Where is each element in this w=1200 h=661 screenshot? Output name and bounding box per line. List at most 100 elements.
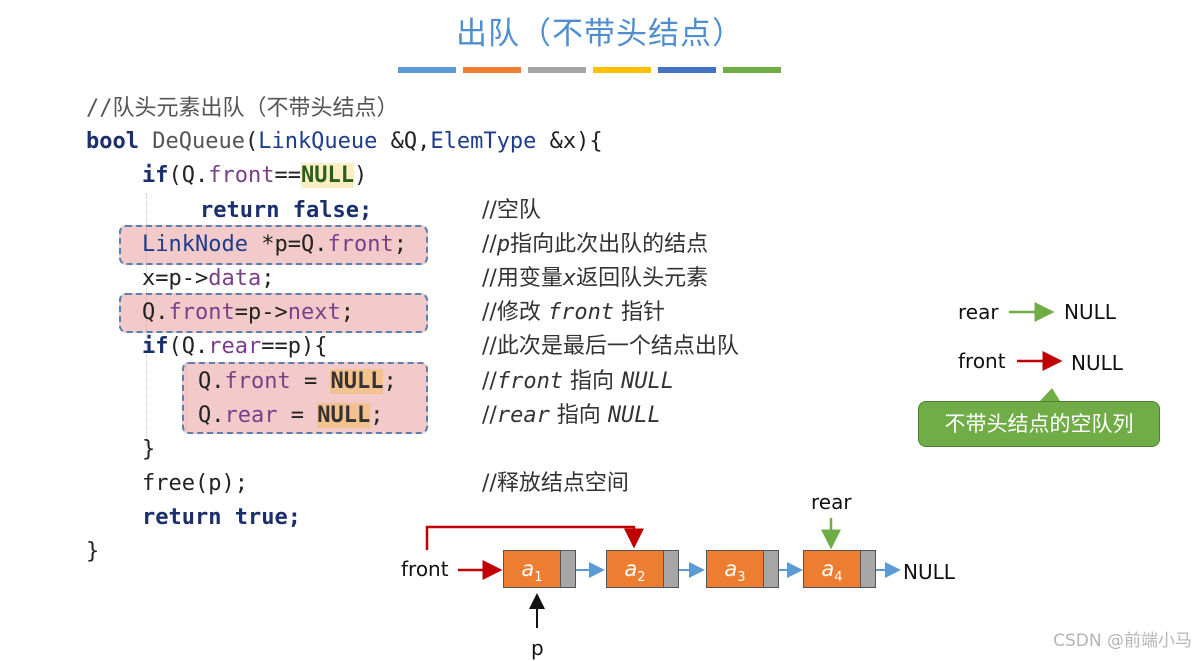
node-value: a2: [606, 550, 664, 588]
node-subscript: 3: [737, 570, 746, 586]
comment-text: 指向: [563, 369, 622, 394]
node-subscript: 4: [834, 570, 843, 586]
node-pointer-field: [664, 550, 679, 588]
code-line-signature: bool DeQueue(LinkQueue &Q,ElemType &x){: [86, 127, 603, 157]
empty-rear-null: NULL: [1064, 300, 1116, 324]
type-name: LinkQueue: [258, 129, 378, 154]
code-token: Q.: [198, 403, 225, 428]
code-token: return true;: [142, 505, 301, 530]
color-segment: [723, 67, 781, 73]
type-name: LinkNode: [142, 232, 248, 257]
highlight-box-null-assign: [182, 362, 428, 434]
code-token: =: [277, 403, 318, 428]
type-name: ElemType: [430, 129, 537, 154]
keyword: if: [142, 334, 169, 359]
member: front: [168, 300, 235, 325]
code-line: }: [86, 537, 99, 567]
node-letter: a: [724, 557, 738, 581]
member: rear: [208, 334, 262, 359]
code-token: =p->: [234, 300, 288, 325]
code-token: (Q.: [168, 163, 209, 188]
code-token: ): [353, 163, 368, 188]
code-token: ;: [261, 266, 275, 291]
list-node-a1: a1: [503, 550, 576, 588]
list-node-a4: a4: [803, 550, 876, 588]
node-letter: a: [821, 557, 835, 581]
comment-text: //队头元素出队（不带头结点）: [86, 96, 399, 121]
code-comment: //空队: [482, 196, 541, 226]
code-token: Q.: [142, 300, 169, 325]
code-comment: //修改 front 指针: [482, 298, 665, 328]
code-token: return false;: [200, 198, 373, 223]
page-title: 出队（不带头结点）: [456, 16, 744, 52]
code-line: x=p->data;: [142, 264, 274, 294]
code-comment: //rear 指向 NULL: [482, 401, 661, 431]
title-color-bar: [398, 67, 781, 73]
node-letter: a: [521, 557, 535, 581]
comment-text: //此次是最后一个结点出队: [482, 334, 739, 359]
member: rear: [224, 403, 278, 428]
comment-text: 指向此次出队的结点: [510, 232, 709, 257]
color-segment: [398, 67, 456, 73]
code-line: LinkNode *p=Q.front;: [142, 230, 407, 260]
code-token: free(p);: [142, 471, 248, 496]
code-comment: //此次是最后一个结点出队: [482, 332, 739, 362]
code-token: ==p){: [261, 334, 328, 359]
node-subscript: 2: [637, 570, 646, 586]
code-token: (: [244, 129, 259, 154]
code-token: =: [290, 369, 331, 394]
node-pointer-field: [861, 550, 876, 588]
code-line: free(p);: [142, 469, 248, 499]
color-segment: [658, 67, 716, 73]
code-comment: //front 指向 NULL: [482, 367, 674, 397]
comment-text: front: [496, 369, 564, 394]
comment-text: //释放结点空间: [482, 471, 629, 496]
empty-rear-label: rear: [958, 300, 999, 324]
list-rear-label: rear: [811, 490, 852, 514]
code-comment: //p指向此次出队的结点: [482, 230, 708, 260]
node-pointer-field: [764, 550, 779, 588]
color-segment: [463, 67, 521, 73]
comment-text: //修改: [482, 300, 548, 325]
null-literal: NULL: [300, 163, 354, 188]
list-tail-null: NULL: [903, 560, 955, 584]
code-comment: //用变量x返回队头元素: [482, 264, 708, 294]
comment-text: //用变量: [482, 266, 563, 291]
member: front: [327, 232, 394, 257]
node-value: a4: [803, 550, 861, 588]
code-comment: //释放结点空间: [482, 469, 629, 499]
null-literal: NULL: [330, 369, 384, 394]
null-literal: NULL: [317, 403, 371, 428]
node-subscript: 1: [534, 570, 543, 586]
node-value: a1: [503, 550, 561, 588]
member: next: [287, 300, 341, 325]
comment-text: x: [562, 266, 577, 291]
keyword: if: [142, 163, 169, 188]
code-token: }: [142, 437, 156, 462]
code-token: x=p->: [142, 266, 209, 291]
keyword: bool: [86, 129, 139, 154]
watermark: CSDN @前端小马: [1053, 631, 1192, 651]
node-letter: a: [624, 557, 638, 581]
code-token: ;: [393, 232, 407, 257]
comment-text: //空队: [482, 198, 541, 223]
empty-front-null: NULL: [1071, 351, 1123, 375]
highlight-box-linknode: [119, 225, 428, 265]
code-line: Q.front = NULL;: [198, 367, 397, 397]
code-line: if(Q.front==NULL): [142, 161, 367, 191]
code-token: ==: [274, 163, 301, 188]
code-line: Q.rear = NULL;: [198, 401, 383, 431]
code-token: ;: [340, 300, 354, 325]
list-node-a2: a2: [606, 550, 679, 588]
comment-text: front: [547, 300, 615, 325]
code-token: *p=Q.: [247, 232, 328, 257]
comment-text: 返回队头元素: [576, 266, 709, 291]
member: data: [208, 266, 262, 291]
code-token: &x){: [536, 129, 603, 154]
node-value: a3: [706, 550, 764, 588]
comment-text: //: [482, 232, 497, 257]
code-line: return false;: [200, 196, 372, 226]
list-p-label: p: [531, 636, 544, 660]
comment-text: 指向: [549, 403, 608, 428]
comment-text: p: [496, 232, 511, 257]
